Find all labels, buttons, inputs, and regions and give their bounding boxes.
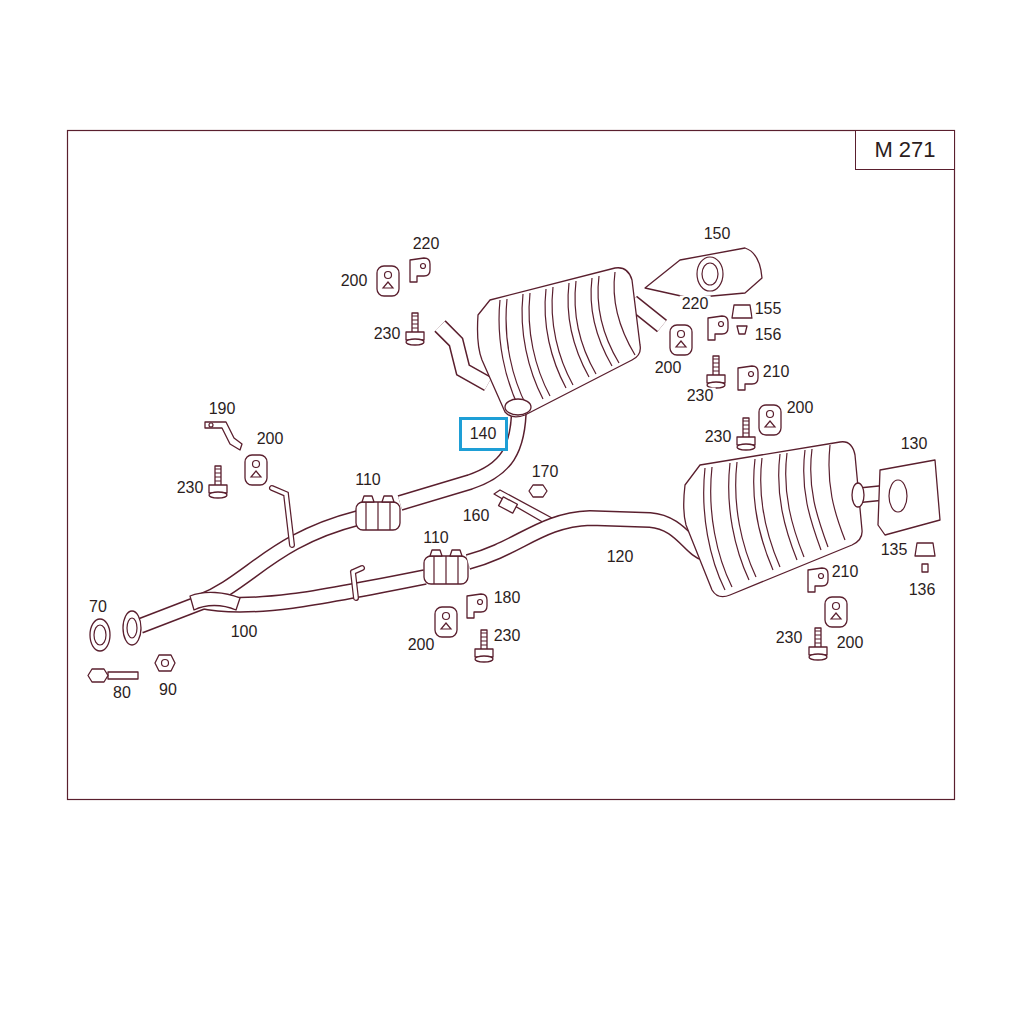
callout-number: 100 [229, 624, 260, 641]
callout-number: 190 [207, 401, 238, 418]
box-label: M 271 [874, 138, 935, 162]
callout-number: 150 [702, 226, 733, 243]
callout-number: 200 [255, 431, 286, 448]
callout-number: 230 [774, 630, 805, 647]
callout-number: 230 [492, 628, 523, 645]
callout-number: 170 [530, 464, 561, 481]
callout-number: 230 [703, 429, 734, 446]
callout-number: 160 [461, 508, 492, 525]
callout-number: 155 [753, 301, 784, 318]
callout-number: 200 [339, 273, 370, 290]
callout-number: 156 [753, 327, 784, 344]
callout-number: 180 [492, 590, 523, 607]
callout-number: 200 [785, 400, 816, 417]
callout-number: 70 [87, 599, 109, 616]
callout-number: 200 [653, 360, 684, 377]
callout-number: 110 [421, 530, 451, 547]
callout-number: 110 [353, 472, 383, 489]
callout-number: 80 [111, 685, 133, 702]
callout-number: 230 [685, 388, 716, 405]
callout-number: 230 [175, 480, 206, 497]
model-box: M 271 [855, 130, 955, 170]
callout-number: 136 [907, 582, 938, 599]
callout-number: 120 [605, 549, 636, 566]
highlight-box: 140 [459, 417, 508, 451]
callout-number: 135 [879, 542, 910, 559]
callout-number: 210 [761, 364, 792, 381]
callout-number: 90 [157, 682, 179, 699]
callout-number: 220 [411, 236, 442, 253]
callout-number: 230 [372, 326, 403, 343]
callout-number: 130 [899, 436, 930, 453]
box-label: 140 [470, 425, 497, 443]
callout-number: 200 [406, 637, 437, 654]
callout-number: 210 [830, 564, 861, 581]
callout-number: 220 [680, 296, 711, 313]
callout-number: 200 [835, 635, 866, 652]
